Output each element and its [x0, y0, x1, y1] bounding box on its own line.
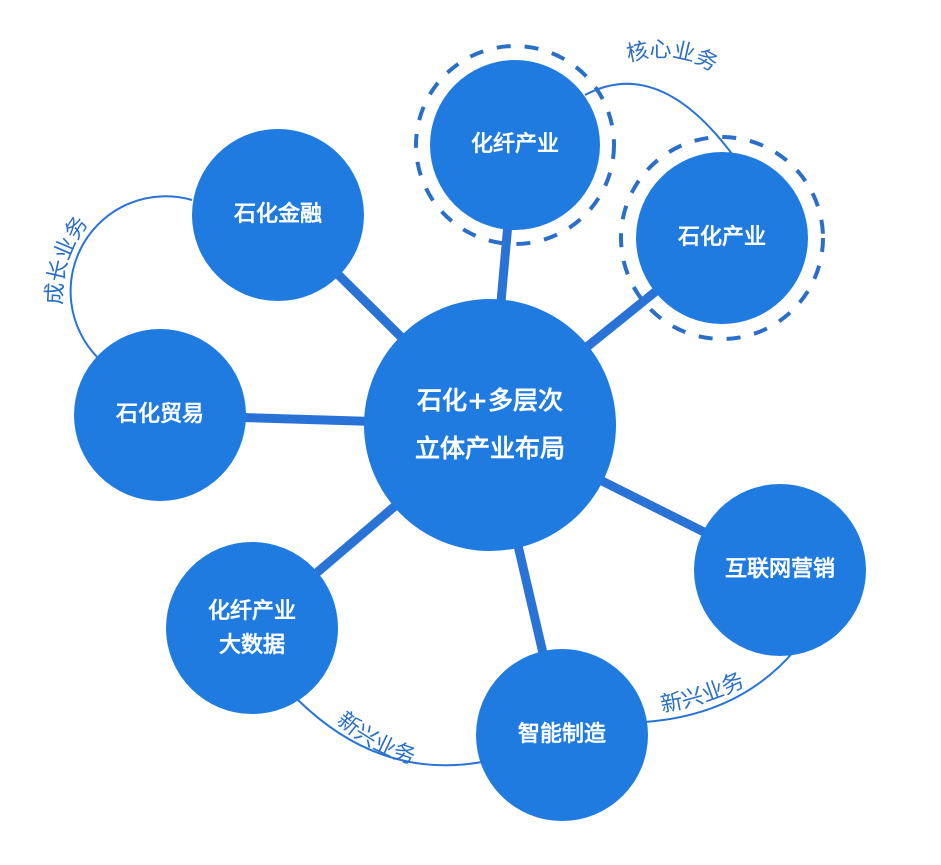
growth-business-arc: [69, 195, 193, 359]
node-label-line2: 大数据: [219, 632, 285, 658]
core-ring-petrochemical: [619, 135, 825, 341]
core-ring-chemical-fiber: [414, 44, 616, 246]
core-business-arc: [584, 82, 736, 159]
node-petrochemical: 石化产业: [636, 152, 808, 324]
node-label: 石化金融: [233, 201, 322, 227]
center-label-line2: 立体产业布局: [415, 434, 565, 463]
center-label-line1: 石化+多层次: [416, 386, 563, 415]
node-label: 石化贸易: [115, 401, 204, 427]
node-label-line1: 化纤产业: [208, 598, 296, 624]
emerging-business-arc-left: [297, 699, 483, 767]
node-bigdata: 化纤产业 大数据: [166, 542, 338, 714]
node-label: 互联网营销: [725, 557, 835, 582]
core-business-label: 核心业务: [624, 38, 721, 77]
growth-business-label: 成长业务: [43, 212, 94, 305]
node-finance: 石化金融: [192, 129, 364, 301]
emerging-business-label-left: 新兴业务: [332, 707, 418, 769]
node-center: 石化+多层次 立体产业布局: [364, 299, 616, 551]
node-smart-mfg: 智能制造: [476, 649, 648, 821]
node-label: 石化产业: [677, 224, 766, 250]
emerging-business-arc-right: [644, 649, 796, 723]
node-chemical-fiber: 化纤产业: [430, 60, 600, 230]
node-trade: 石化贸易: [74, 329, 246, 501]
node-internet-marketing: 互联网营销: [694, 484, 866, 656]
node-label: 智能制造: [518, 721, 606, 747]
node-label: 化纤产业: [471, 131, 559, 157]
